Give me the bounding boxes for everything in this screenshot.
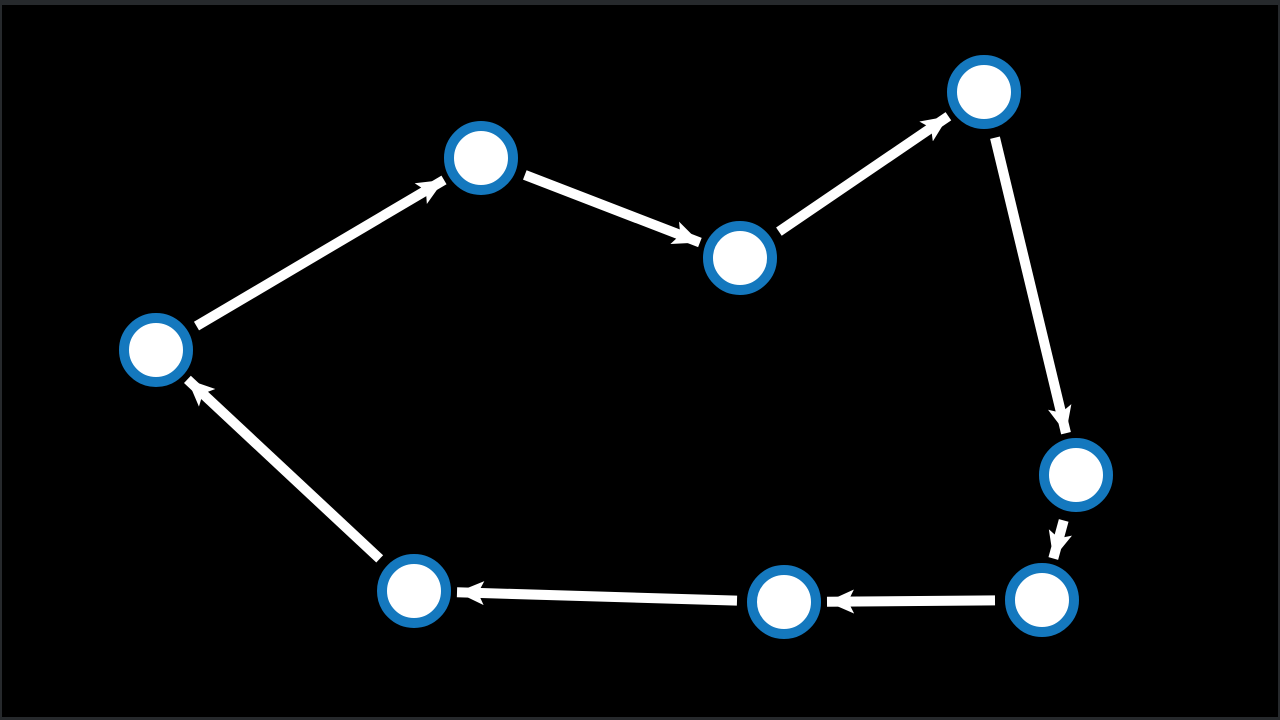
edge-n8-n1 (183, 375, 384, 563)
graph-node-n8 (377, 554, 451, 628)
graph-node-n2 (444, 121, 518, 195)
edges-layer (183, 112, 1072, 614)
graph-node-n4 (947, 55, 1021, 129)
edge-n5-n6 (1048, 519, 1072, 560)
edge-n6-n7 (826, 589, 996, 614)
edge-n4-n5 (990, 136, 1072, 435)
frame-strip (0, 0, 1280, 5)
frame-strip (0, 0, 2, 720)
frame-strip (0, 717, 1280, 720)
edge-n3-n4 (776, 112, 952, 236)
edge-n1-n2 (193, 175, 447, 331)
edge-n7-n8 (456, 581, 738, 606)
graph-node-n5 (1039, 438, 1113, 512)
graph-node-n3 (703, 221, 777, 295)
graph-node-n1 (119, 313, 193, 387)
graph-node-n7 (747, 565, 821, 639)
frame-strip (1278, 0, 1280, 720)
edge-n2-n3 (522, 170, 702, 248)
graph-node-n6 (1005, 563, 1079, 637)
nodes-layer (119, 55, 1113, 639)
